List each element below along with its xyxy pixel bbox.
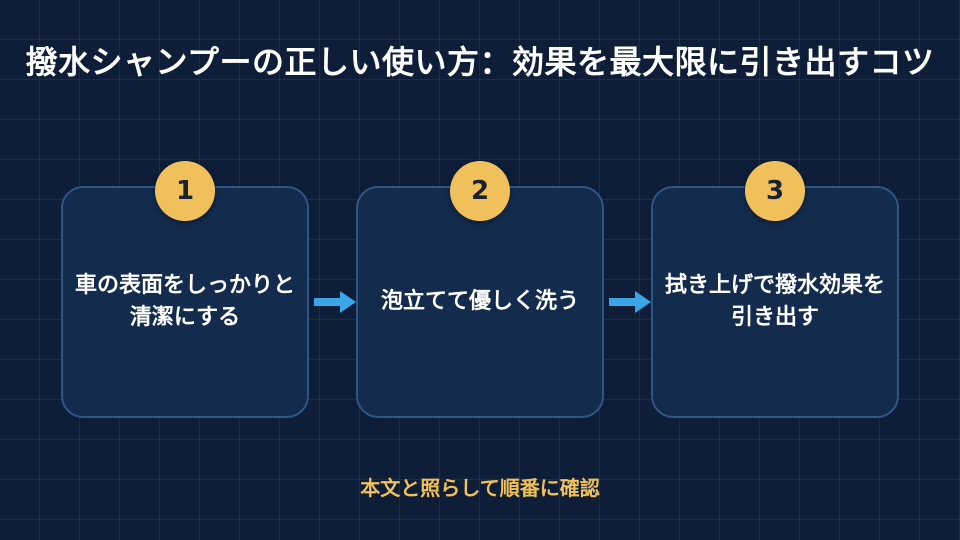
page-title: 撥水シャンプーの正しい使い方：効果を最大限に引き出すコツ xyxy=(25,43,935,81)
step-text-2: 泡立てて優しく洗う xyxy=(380,289,579,314)
step-text-3: 拭き上げで撥水効果を引き出す xyxy=(665,273,886,330)
arrow-right-icon xyxy=(609,291,651,313)
footer-note: 本文と照らして順番に確認 xyxy=(360,476,600,500)
step-card-1: 車の表面をしっかりと清潔にする xyxy=(61,186,309,418)
step-number-badge-3: 3 xyxy=(745,161,805,221)
step-text-1: 車の表面をしっかりと清潔にする xyxy=(75,273,296,330)
step-card-3: 拭き上げで撥水効果を引き出す xyxy=(651,186,899,418)
step-number-badge-2: 2 xyxy=(450,161,510,221)
arrow-right-icon xyxy=(314,291,356,313)
step-number-badge-1: 1 xyxy=(155,161,215,221)
